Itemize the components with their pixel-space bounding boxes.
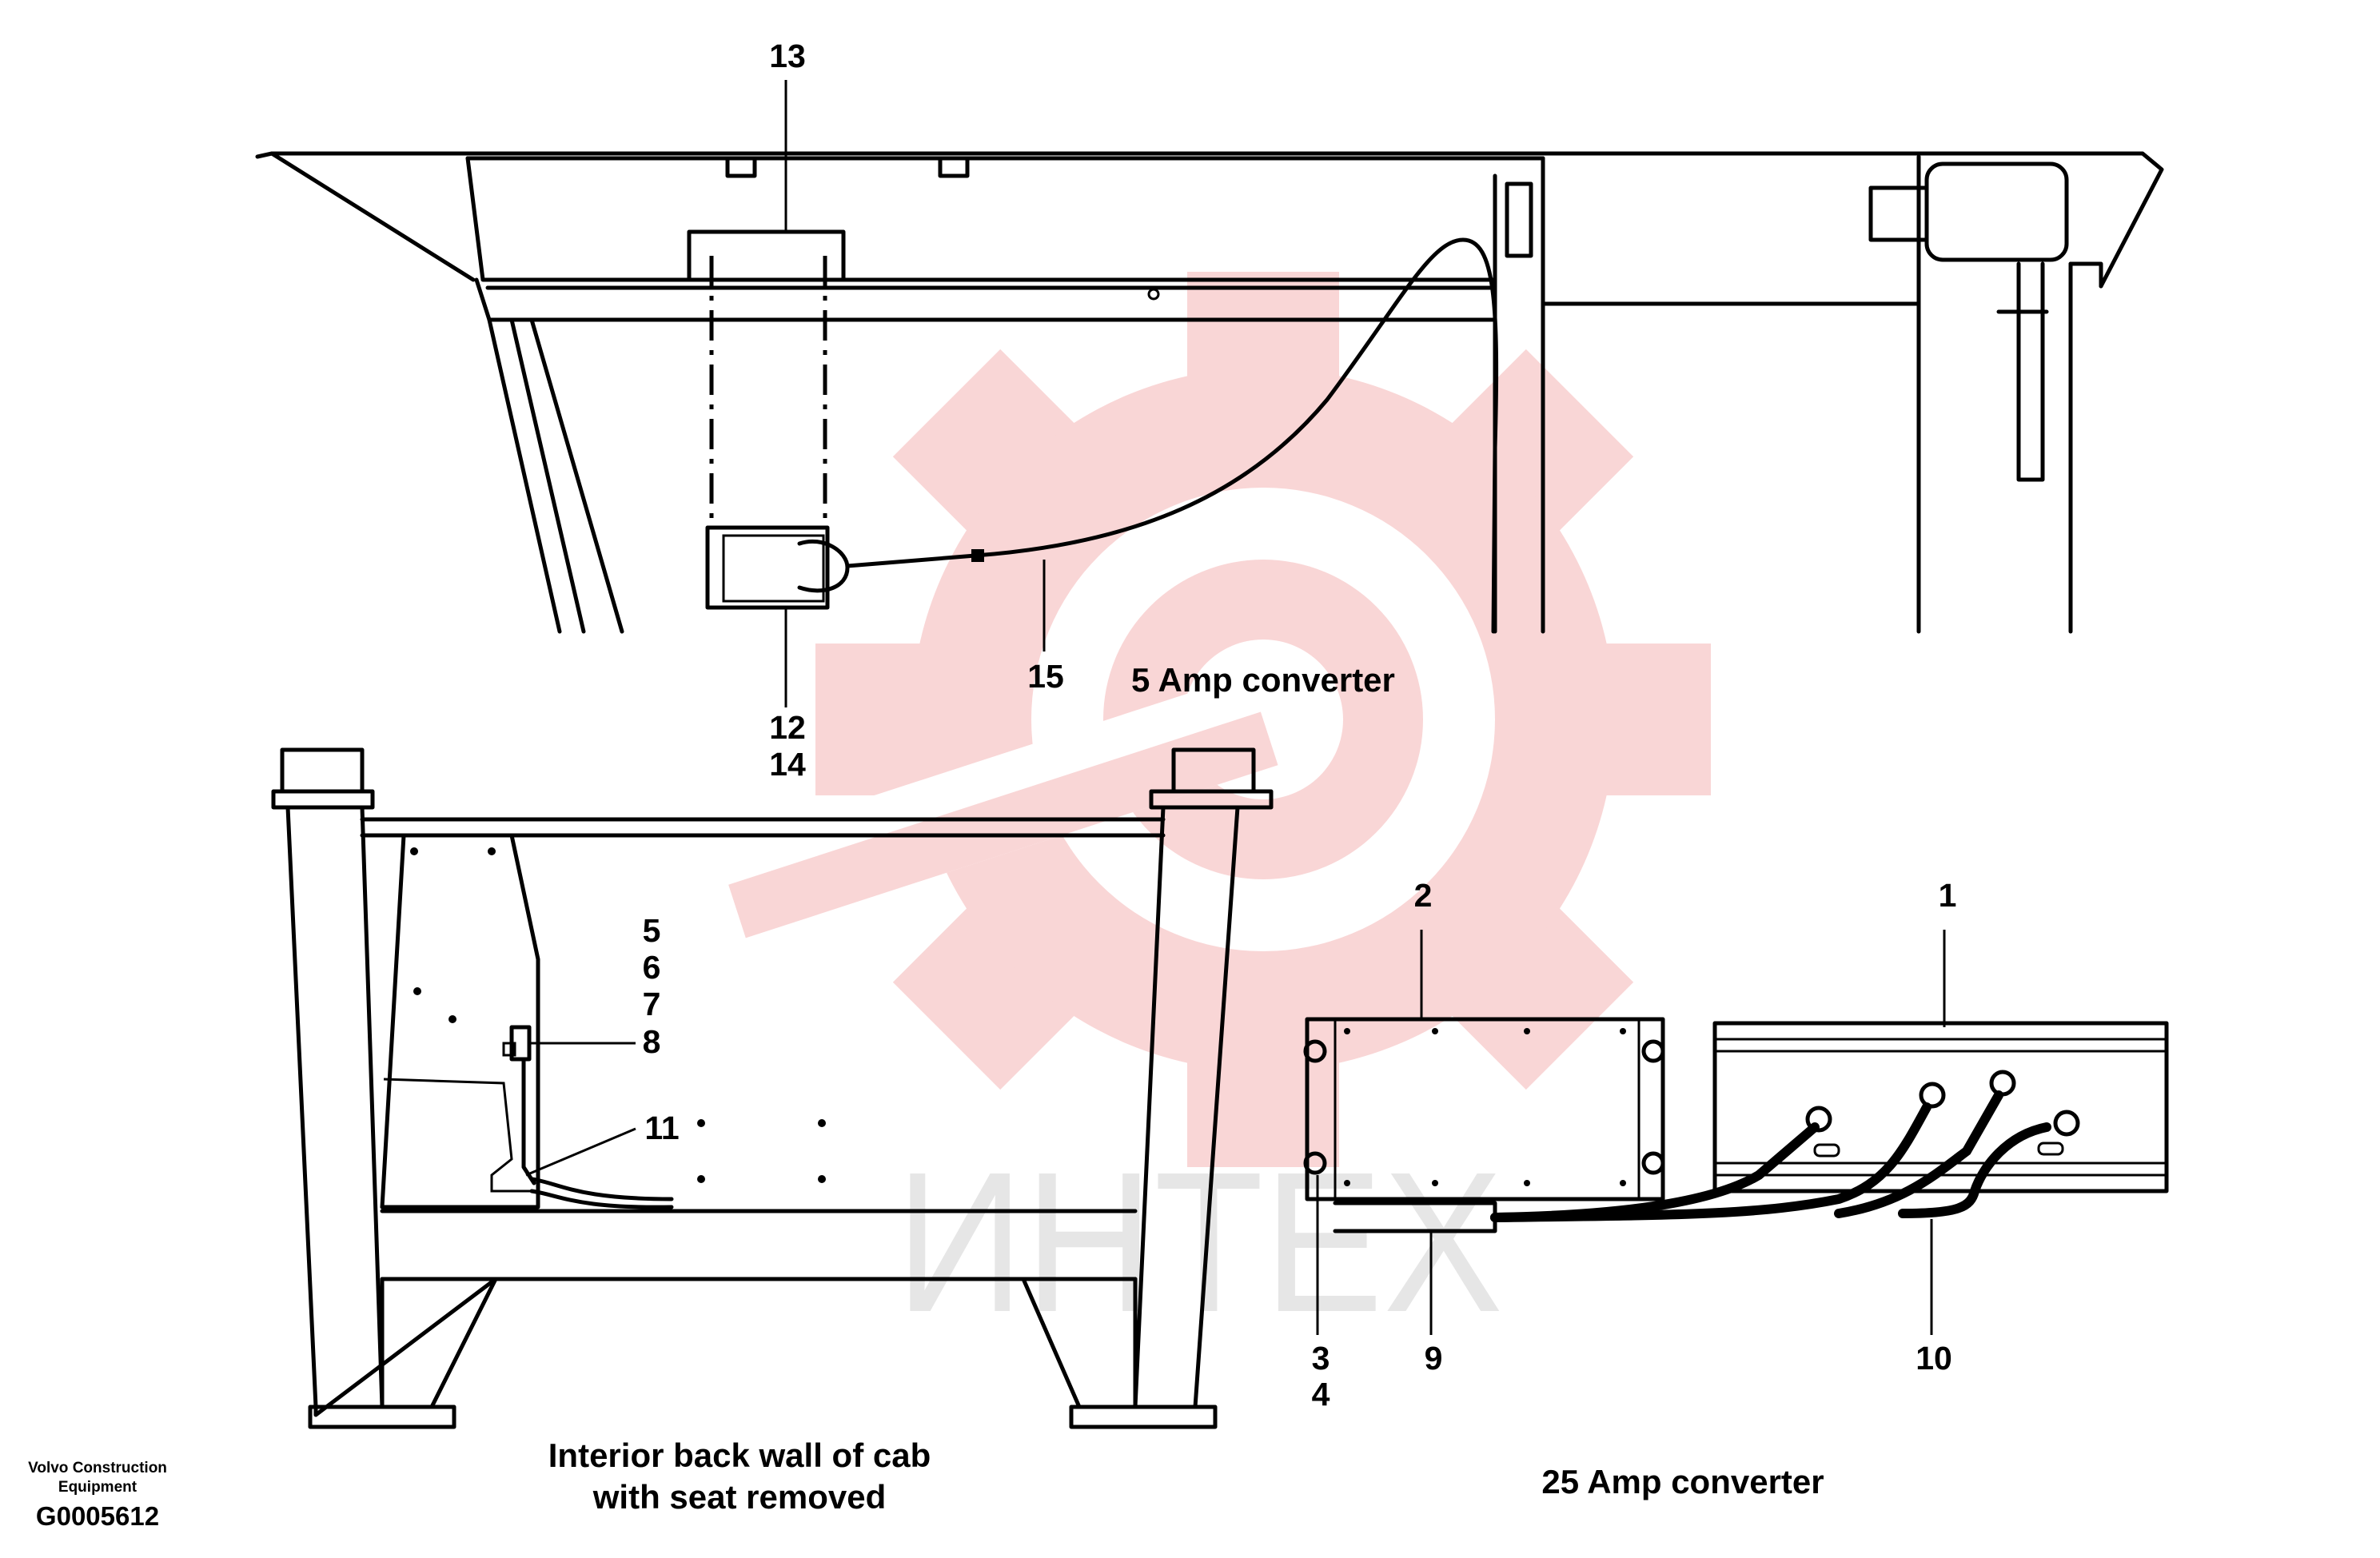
callout-9: 9	[1425, 1340, 1443, 1377]
callout-2: 2	[1414, 877, 1433, 914]
watermark-text: ИНТЕХ	[895, 1130, 1503, 1353]
callout-13: 13	[769, 38, 806, 74]
caption-25-amp-converter: 25 Amp converter	[1541, 1463, 1824, 1500]
callout-1: 1	[1939, 877, 1957, 914]
footer-company-line2: Equipment	[58, 1479, 138, 1496]
footer-company-line1: Volvo Construction	[28, 1460, 167, 1476]
callout-15: 15	[1027, 658, 1064, 695]
converter-25amp-view	[1303, 1017, 2169, 1233]
footer-drawing-code: G0005612	[36, 1501, 159, 1531]
callout-6: 6	[643, 949, 661, 986]
callout-14: 14	[769, 746, 806, 783]
callout-12: 12	[769, 709, 806, 746]
callout-11: 11	[644, 1110, 679, 1146]
caption-5-amp-converter: 5 Amp converter	[1131, 661, 1395, 699]
callout-7: 7	[643, 986, 661, 1022]
callout-8: 8	[643, 1023, 661, 1060]
callout-3: 3	[1312, 1340, 1330, 1377]
callout-10: 10	[1916, 1340, 1952, 1377]
watermark-gear-logo	[716, 272, 1711, 1167]
cab-roof-view	[255, 151, 2164, 634]
cab-back-wall-view	[271, 747, 1274, 1429]
caption-back-wall-line1: Interior back wall of cab	[548, 1436, 931, 1474]
callout-4: 4	[1312, 1376, 1330, 1413]
caption-back-wall-line2: with seat removed	[592, 1478, 886, 1516]
callout-5: 5	[643, 912, 661, 949]
leader-11	[525, 1127, 636, 1177]
